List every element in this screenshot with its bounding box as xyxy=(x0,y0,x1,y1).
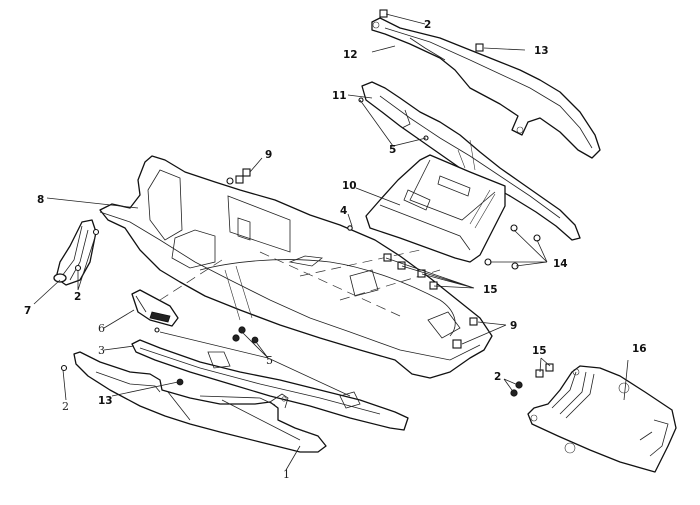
nut-5-a xyxy=(238,326,246,334)
callout-11: 11 xyxy=(332,90,347,102)
callout-6: 6 xyxy=(98,322,105,335)
screw-2-left-b xyxy=(74,264,82,272)
callout-2-far: 2 xyxy=(62,400,69,413)
clip-15-d xyxy=(429,281,438,290)
callout-3: 3 xyxy=(98,344,105,357)
part-7-reflector xyxy=(53,219,97,286)
screw-14-a xyxy=(510,224,518,232)
clip-9-mid-b xyxy=(452,339,462,349)
callout-2-top: 2 xyxy=(424,19,431,31)
clip-15-low-a xyxy=(535,369,544,378)
callout-7: 7 xyxy=(24,305,31,317)
clip-9-mid xyxy=(469,317,478,326)
callout-5-top: 5 xyxy=(389,144,396,156)
callout-2-left: 2 xyxy=(74,291,81,303)
part-10-tray xyxy=(365,154,506,263)
callout-16: 16 xyxy=(632,343,647,355)
clip-9-b xyxy=(235,175,244,184)
nut-9-c xyxy=(226,177,234,185)
callout-13-top: 13 xyxy=(534,45,549,57)
callout-4: 4 xyxy=(340,205,347,217)
clip-15-a xyxy=(383,253,392,262)
callout-12: 12 xyxy=(343,49,358,61)
callout-14: 14 xyxy=(553,258,568,270)
screw-3 xyxy=(154,327,160,333)
callout-9-mid: 9 xyxy=(510,320,517,332)
leader-lines xyxy=(33,13,629,471)
clip-13-top xyxy=(475,43,484,52)
callout-15-mid: 15 xyxy=(483,284,498,296)
clip-9-a xyxy=(242,168,251,177)
callout-13-low: 13 xyxy=(98,395,113,407)
callout-8: 8 xyxy=(37,194,44,206)
callout-labels: 2 12 13 11 5 9 8 10 4 14 15 7 2 6 9 3 5 … xyxy=(24,19,647,481)
part-1-side-cover xyxy=(73,351,327,453)
callout-2-low: 2 xyxy=(494,371,501,383)
nut-5-b xyxy=(232,334,240,342)
screw-2-far xyxy=(60,364,68,372)
callout-1: 1 xyxy=(283,468,290,481)
part-6-reflector-lower xyxy=(131,289,179,327)
callout-5-low: 5 xyxy=(266,354,273,367)
screw-4 xyxy=(347,225,353,231)
part-11-mid-rail xyxy=(361,81,581,241)
nut-2-top xyxy=(379,9,388,18)
nut-5-c xyxy=(251,336,259,344)
nut-2-low-a xyxy=(515,381,523,389)
part-8-main-frame xyxy=(99,155,493,379)
screw-14-b xyxy=(533,234,541,242)
part-12-upper-rail xyxy=(371,17,601,159)
clip-15-low-b xyxy=(545,363,554,372)
part-3-lower-rail xyxy=(131,339,409,431)
callout-15-low: 15 xyxy=(532,345,547,357)
fasteners xyxy=(60,9,554,397)
clip-15-b xyxy=(397,261,406,270)
callout-9-top: 9 xyxy=(265,149,272,161)
callout-10: 10 xyxy=(342,180,357,192)
part-16-mudguard xyxy=(527,365,677,473)
screw-2-left-a xyxy=(92,228,100,236)
